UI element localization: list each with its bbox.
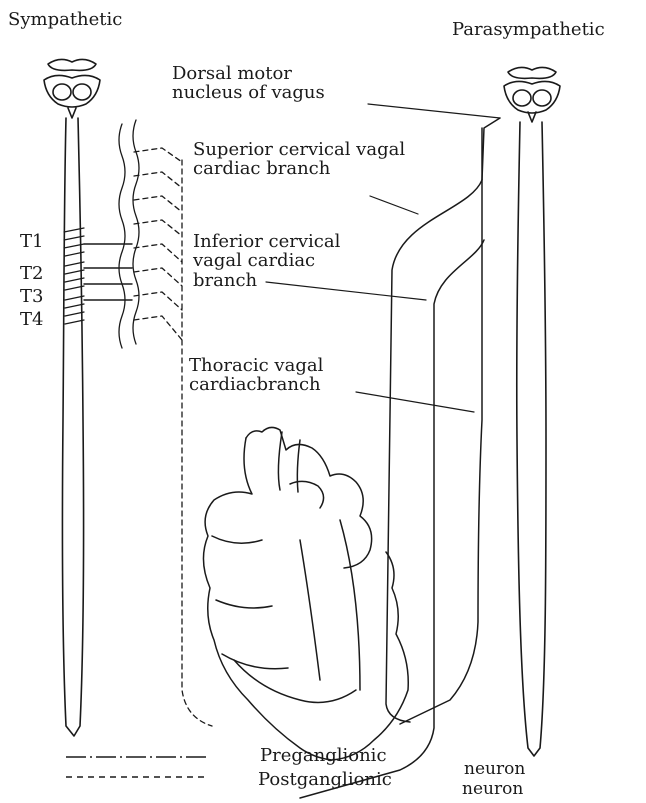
- legend-preganglionic-label: Preganglionic: [260, 746, 387, 765]
- left-brainstem-icon: [44, 59, 100, 118]
- right-spinal-cord: [517, 122, 546, 756]
- legend-neuron-label-1: neuron: [464, 760, 525, 778]
- legend-neuron-label-2: neuron: [462, 780, 523, 798]
- right-brainstem-icon: [504, 67, 560, 122]
- vagal-nerve-trunks: [300, 118, 500, 798]
- spinal-level-t1: T1: [20, 232, 43, 251]
- left-spinal-cord: [62, 118, 83, 736]
- heart-icon: [203, 427, 408, 760]
- sympathetic-chain: [119, 120, 139, 348]
- sympathetic-header: Sympathetic: [8, 10, 122, 29]
- superior-cervical-branch-label: Superior cervical vagal cardiac branch: [193, 140, 405, 179]
- legend-lines: [66, 757, 208, 777]
- spinal-level-t3: T3: [20, 287, 43, 306]
- parasympathetic-header: Parasympathetic: [452, 20, 605, 39]
- spinal-level-t4: T4: [20, 310, 43, 329]
- thoracic-vagal-branch-label: Thoracic vagal cardiacbranch: [189, 356, 323, 395]
- dorsal-motor-nucleus-label: Dorsal motor nucleus of vagus: [172, 64, 325, 103]
- spinal-level-t2: T2: [20, 264, 43, 283]
- inferior-cervical-branch-label: Inferior cervical vagal cardiac branch: [193, 232, 340, 290]
- legend-postganglionic-label: Postganglionic: [258, 770, 392, 789]
